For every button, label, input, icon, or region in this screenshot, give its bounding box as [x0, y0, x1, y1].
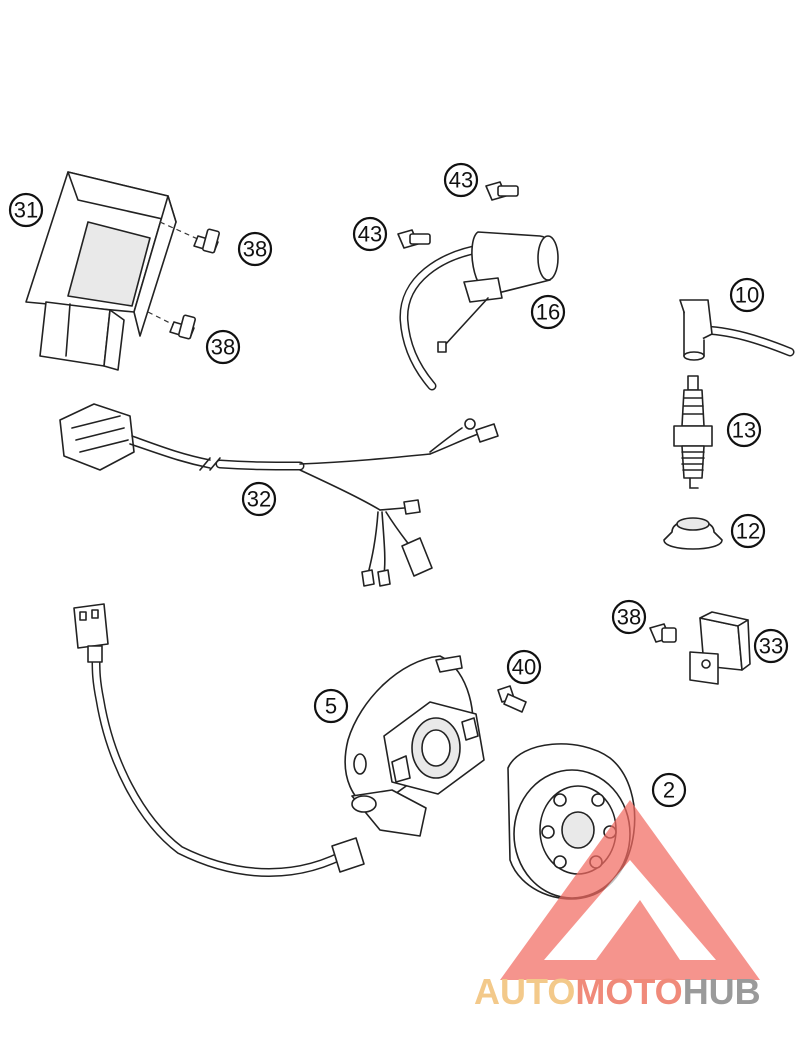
callout-31-label: 31 — [14, 198, 38, 223]
mounting-bracket-33 — [689, 611, 751, 685]
callout-13: 13 — [726, 412, 762, 448]
watermark-hub: HUB — [683, 971, 761, 1012]
callout-13-label: 13 — [732, 418, 756, 443]
callout-43-upper-label: 43 — [449, 168, 473, 193]
spark-plug-connector — [679, 299, 795, 361]
callout-32: 32 — [241, 481, 277, 517]
bolt-43-upper — [485, 181, 519, 201]
callout-33-label: 33 — [759, 634, 783, 659]
callout-40-label: 40 — [512, 655, 536, 680]
callout-38-upper-label: 38 — [243, 237, 267, 262]
callout-38-bracket: 38 — [611, 599, 647, 635]
callout-12: 12 — [730, 513, 766, 549]
bolt-38-bracket — [649, 623, 677, 643]
callout-10-label: 10 — [735, 283, 759, 308]
watermark-logo — [500, 800, 760, 980]
callout-10: 10 — [729, 277, 765, 313]
ignition-coil — [399, 231, 559, 391]
wiring-harness — [59, 403, 499, 587]
callout-12-label: 12 — [736, 519, 760, 544]
watermark-auto: AUTO — [474, 971, 575, 1012]
watermark-moto: MOTO — [575, 971, 682, 1012]
bolt-40 — [497, 685, 527, 713]
callout-5: 5 — [313, 688, 349, 724]
bolt-43-lower — [397, 229, 431, 249]
callout-16: 16 — [530, 294, 566, 330]
callout-31: 31 — [8, 192, 44, 228]
callout-43-lower: 43 — [352, 216, 388, 252]
spark-plug — [673, 375, 713, 489]
callout-33: 33 — [753, 628, 789, 664]
callout-32-label: 32 — [247, 487, 271, 512]
cdi-unit — [25, 171, 177, 371]
callout-38-upper: 38 — [237, 231, 273, 267]
callout-40: 40 — [506, 649, 542, 685]
callout-16-label: 16 — [536, 300, 560, 325]
callout-38-bracket-label: 38 — [617, 605, 641, 630]
callout-2-label: 2 — [663, 778, 675, 803]
callout-43-lower-label: 43 — [358, 222, 382, 247]
callout-5-label: 5 — [325, 694, 337, 719]
callout-38-lower-label: 38 — [211, 335, 235, 360]
watermark-text: AUTOMOTOHUB — [474, 971, 761, 1012]
callout-38-lower: 38 — [205, 329, 241, 365]
callout-43-upper: 43 — [443, 162, 479, 198]
stator — [73, 603, 485, 877]
bolt-38-lower — [147, 311, 196, 340]
spark-plug-seal — [663, 517, 723, 550]
callout-2: 2 — [651, 772, 687, 808]
bolt-38-upper — [159, 221, 220, 254]
